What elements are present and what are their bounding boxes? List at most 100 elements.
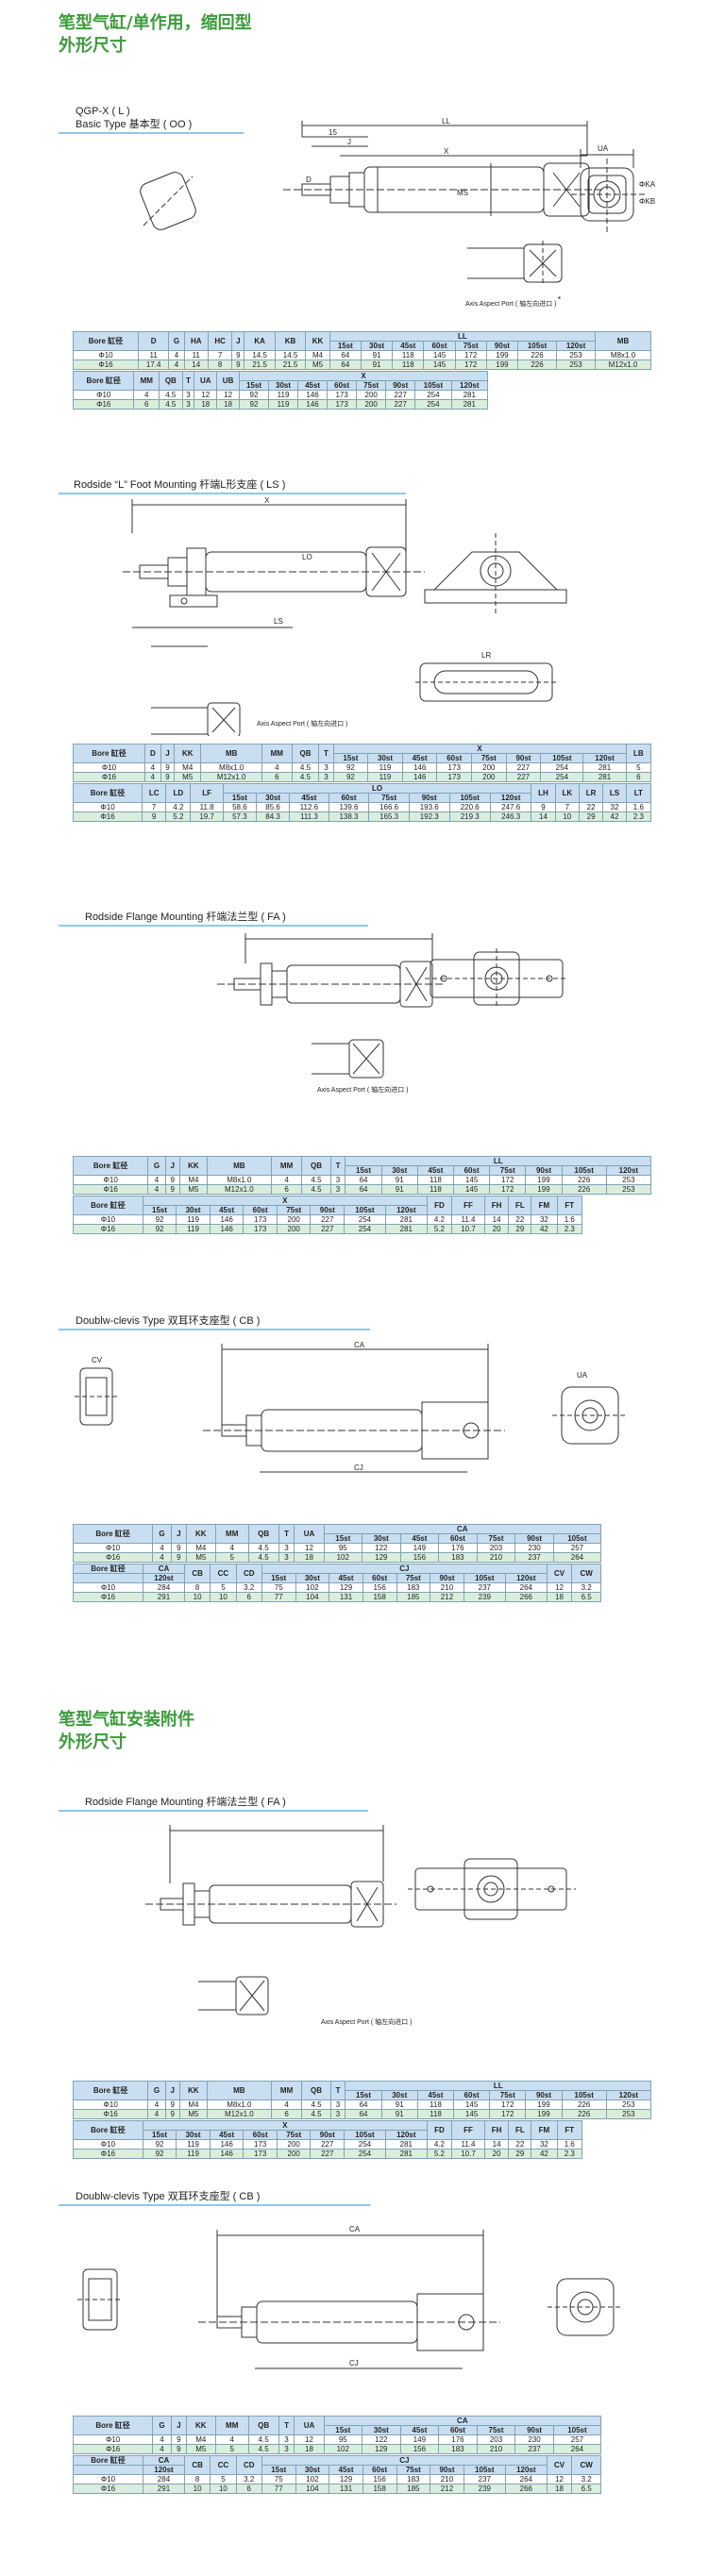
col-j: J (160, 744, 176, 763)
svg-text:LO: LO (302, 553, 312, 561)
table-cell: 91 (360, 360, 394, 370)
table-cell: 246.3 (489, 811, 532, 822)
table-cell: 9 (164, 2109, 180, 2119)
table-cell: 14 (183, 360, 209, 370)
table-cell: 166.6 (368, 802, 410, 812)
table-cell: M12x1.0 (207, 2109, 272, 2119)
acc-subtitle: 外形尺寸 (59, 1732, 126, 1752)
main-subtitle: 外形尺寸 (59, 36, 126, 56)
svg-text:X: X (264, 496, 270, 505)
table-cell: 149 (399, 2434, 440, 2445)
col-cj: CJ (261, 2455, 548, 2466)
table-cell: 12 (546, 2474, 573, 2484)
col-fl: FL (508, 2120, 532, 2140)
table-cell: 158 (362, 2484, 397, 2494)
table-cell: M12x1.0 (595, 360, 651, 370)
stroke-header-cell: 75st (276, 1205, 312, 1215)
table-cell: 203 (476, 2434, 516, 2445)
row-bore-cell: Φ16 (73, 1592, 143, 1602)
table-cell: 118 (416, 1184, 455, 1195)
col-cj: CJ (261, 1564, 548, 1574)
table-cell: 119 (367, 772, 403, 782)
table-cell: 173 (436, 772, 473, 782)
table-cell: 4 (147, 1184, 166, 1195)
col-t: T (318, 744, 334, 763)
table-cell: 8 (183, 1582, 211, 1593)
table-cell: 138.3 (328, 811, 370, 822)
table-cell: 210 (476, 1552, 516, 1563)
col-lr: LR (578, 783, 604, 803)
table-cell: 284 (142, 2474, 185, 2484)
table-cell: 266 (504, 1592, 548, 1602)
svg-text:LL: LL (442, 118, 450, 125)
svg-text:UA: UA (598, 144, 609, 153)
table-cell: 3 (318, 772, 334, 782)
table-cell: M8x1.0 (207, 2099, 272, 2110)
row-bore-cell: Φ10 (72, 2434, 154, 2445)
table-cell: 92 (332, 762, 369, 773)
stroke-header-cell: 30st (380, 2090, 418, 2100)
stroke-header-cell: 30st (295, 1573, 330, 1583)
table-cell: 129 (362, 2444, 401, 2454)
table-cell: 281 (384, 1224, 428, 1234)
table-cell: 6 (261, 772, 293, 782)
table-cell: 4 (168, 360, 185, 370)
table-cell: 4 (152, 2444, 172, 2454)
table-cell: 119 (268, 399, 299, 410)
col-d: D (137, 331, 170, 351)
table-cell: 146 (209, 1214, 244, 1225)
col-x: X (332, 744, 627, 754)
table-cell: 1.6 (556, 1214, 583, 1225)
table-cell: 122 (362, 2434, 401, 2445)
table-cell: 4.5 (301, 1184, 331, 1195)
stroke-header-cell: 30st (380, 1165, 418, 1176)
col-bore: Bore 缸径 (72, 1156, 149, 1176)
stroke-header-cell: 75st (454, 341, 487, 351)
table-cell: 173 (243, 1214, 278, 1225)
col-ua: UA (194, 371, 218, 391)
table-cell: 237 (463, 1582, 506, 1593)
table-cell: 10 (183, 1592, 211, 1602)
table-cell: 5 (210, 1582, 237, 1593)
table-cell: 18 (294, 2444, 325, 2454)
table-cell: 92 (142, 2149, 177, 2159)
stroke-header-cell: 105st (463, 1573, 506, 1583)
table-cell: M12x1.0 (207, 1184, 272, 1195)
table-cell: 118 (416, 2109, 455, 2119)
table-cell: 21.5 (244, 360, 276, 370)
col-kk: KK (305, 331, 330, 351)
stroke-header-cell: 30st (360, 341, 394, 351)
fa-drawing (217, 933, 444, 1008)
table-cell: 6 (270, 2109, 303, 2119)
table-cell: 112.6 (289, 802, 329, 812)
stroke-header-cell: 90st (525, 2090, 563, 2100)
table-cell: 9 (160, 762, 176, 773)
stroke-header-cell: 75st (368, 793, 410, 803)
row-bore-cell: Φ10 (72, 2099, 149, 2110)
svg-text:D: D (306, 176, 312, 184)
table-cell: 75 (261, 2474, 296, 2484)
table-cell: 156 (362, 1582, 397, 1593)
table-cell: 6.5 (571, 2484, 601, 2494)
table-cell: 5 (214, 2444, 249, 2454)
col-t: T (329, 1156, 346, 1176)
table-cell: 29 (578, 811, 604, 822)
table-cell: 111.3 (289, 811, 329, 822)
table-cell: 5 (210, 2474, 237, 2484)
stroke-header-cell: 60st (328, 793, 370, 803)
basic-side-face (140, 172, 196, 230)
table-cell: 247.6 (489, 802, 532, 812)
table-cell: 7 (141, 802, 167, 812)
table-cell: 145 (423, 360, 456, 370)
table-cell: 10.7 (451, 1224, 485, 1234)
row-bore-cell: Φ16 (72, 1184, 149, 1195)
table-cell: 253 (556, 360, 597, 370)
